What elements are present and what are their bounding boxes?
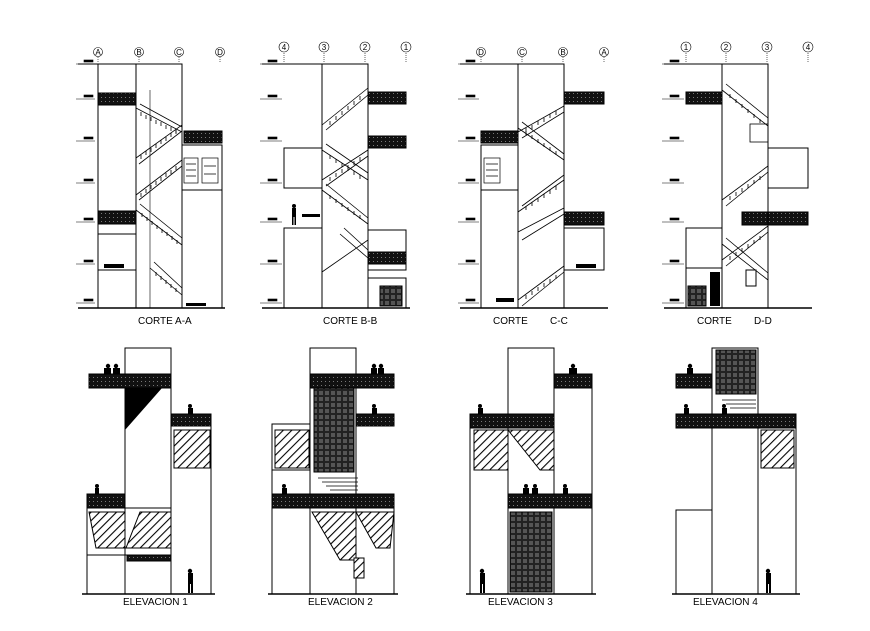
slabs (86, 373, 212, 562)
grid-axes (93, 47, 225, 62)
grid-label: A (95, 48, 101, 57)
person-figure (684, 363, 771, 593)
slabs (685, 91, 809, 307)
slabs (97, 92, 223, 306)
elevation-caption: ELEVACION 3 (488, 597, 553, 608)
grid-label: 3 (322, 43, 327, 52)
slabs (469, 373, 593, 593)
elevation-2: ELEVACION 2 (268, 347, 398, 608)
elevation-caption: ELEVACION 4 (693, 597, 758, 608)
stairs (517, 105, 565, 307)
furniture (183, 157, 219, 184)
grid-axes (278, 41, 412, 62)
building-section (78, 63, 225, 309)
section-caption: CORTE B-B (323, 316, 378, 327)
furniture (483, 157, 501, 184)
grid-label: A (601, 48, 607, 57)
elevation-caption: ELEVACION 2 (308, 597, 373, 608)
person-figure (282, 363, 384, 494)
building-section (460, 63, 608, 309)
grid-axes (680, 41, 814, 62)
grid-label: C (519, 48, 525, 57)
section-caption: CORTE C-C (493, 316, 568, 327)
person-figure (95, 363, 193, 593)
elevation-1: ELEVACION 1 (82, 347, 215, 608)
section-c-c: D C B A (458, 47, 609, 327)
grid-axes (476, 47, 609, 62)
person-figure (478, 363, 577, 593)
grid-label: D (217, 48, 223, 57)
grid-label: 4 (806, 43, 811, 52)
elevation-4: ELEVACION 4 (672, 347, 800, 608)
stairs (318, 477, 358, 491)
section-b-b: 4 3 2 1 (260, 41, 412, 327)
slabs (271, 373, 395, 579)
grid-label: C (176, 48, 182, 57)
slabs (302, 91, 407, 307)
section-d-d: 1 2 3 4 (662, 41, 814, 327)
level-markers (260, 59, 282, 304)
grid-label: B (560, 48, 565, 57)
stairs (135, 103, 183, 296)
section-a-a: A B C D (76, 47, 225, 327)
level-markers (458, 59, 479, 304)
grid-label: 1 (404, 43, 409, 52)
grid-label: 4 (282, 43, 287, 52)
stairs (321, 87, 369, 273)
level-markers (662, 59, 684, 304)
stairs (722, 399, 756, 409)
person-figure (292, 204, 296, 225)
grid-label: 1 (684, 43, 689, 52)
level-markers (76, 59, 95, 304)
section-caption: CORTE D-D (697, 316, 772, 327)
grid-label: 3 (765, 43, 770, 52)
slabs (480, 91, 605, 302)
grid-label: D (478, 48, 484, 57)
section-caption: CORTE A-A (138, 316, 192, 327)
stairs (721, 83, 769, 281)
slabs (675, 349, 797, 469)
grid-label: 2 (363, 43, 368, 52)
elevation-caption: ELEVACION 1 (123, 597, 188, 608)
grid-label: 2 (724, 43, 729, 52)
grid-label: B (136, 48, 141, 57)
elevation-3: ELEVACION 3 (466, 347, 596, 608)
